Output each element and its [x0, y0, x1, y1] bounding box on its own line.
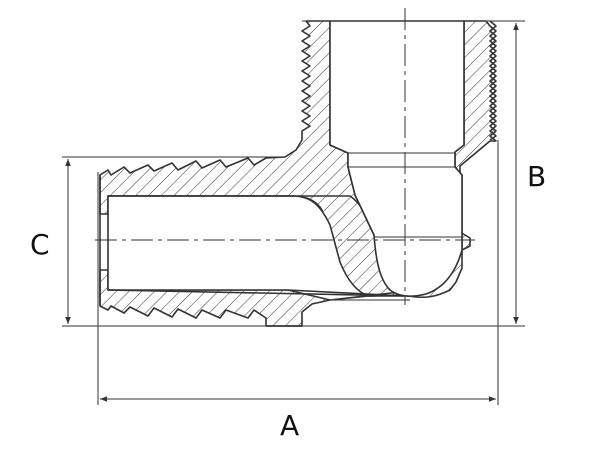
vertical-bore — [329, 20, 465, 297]
dim-c-label: C — [30, 228, 50, 261]
right-thread-profile — [489, 20, 497, 141]
horizontal-bore — [107, 195, 406, 297]
dim-b-label: B — [527, 160, 546, 193]
dim-a-label: A — [280, 409, 299, 442]
